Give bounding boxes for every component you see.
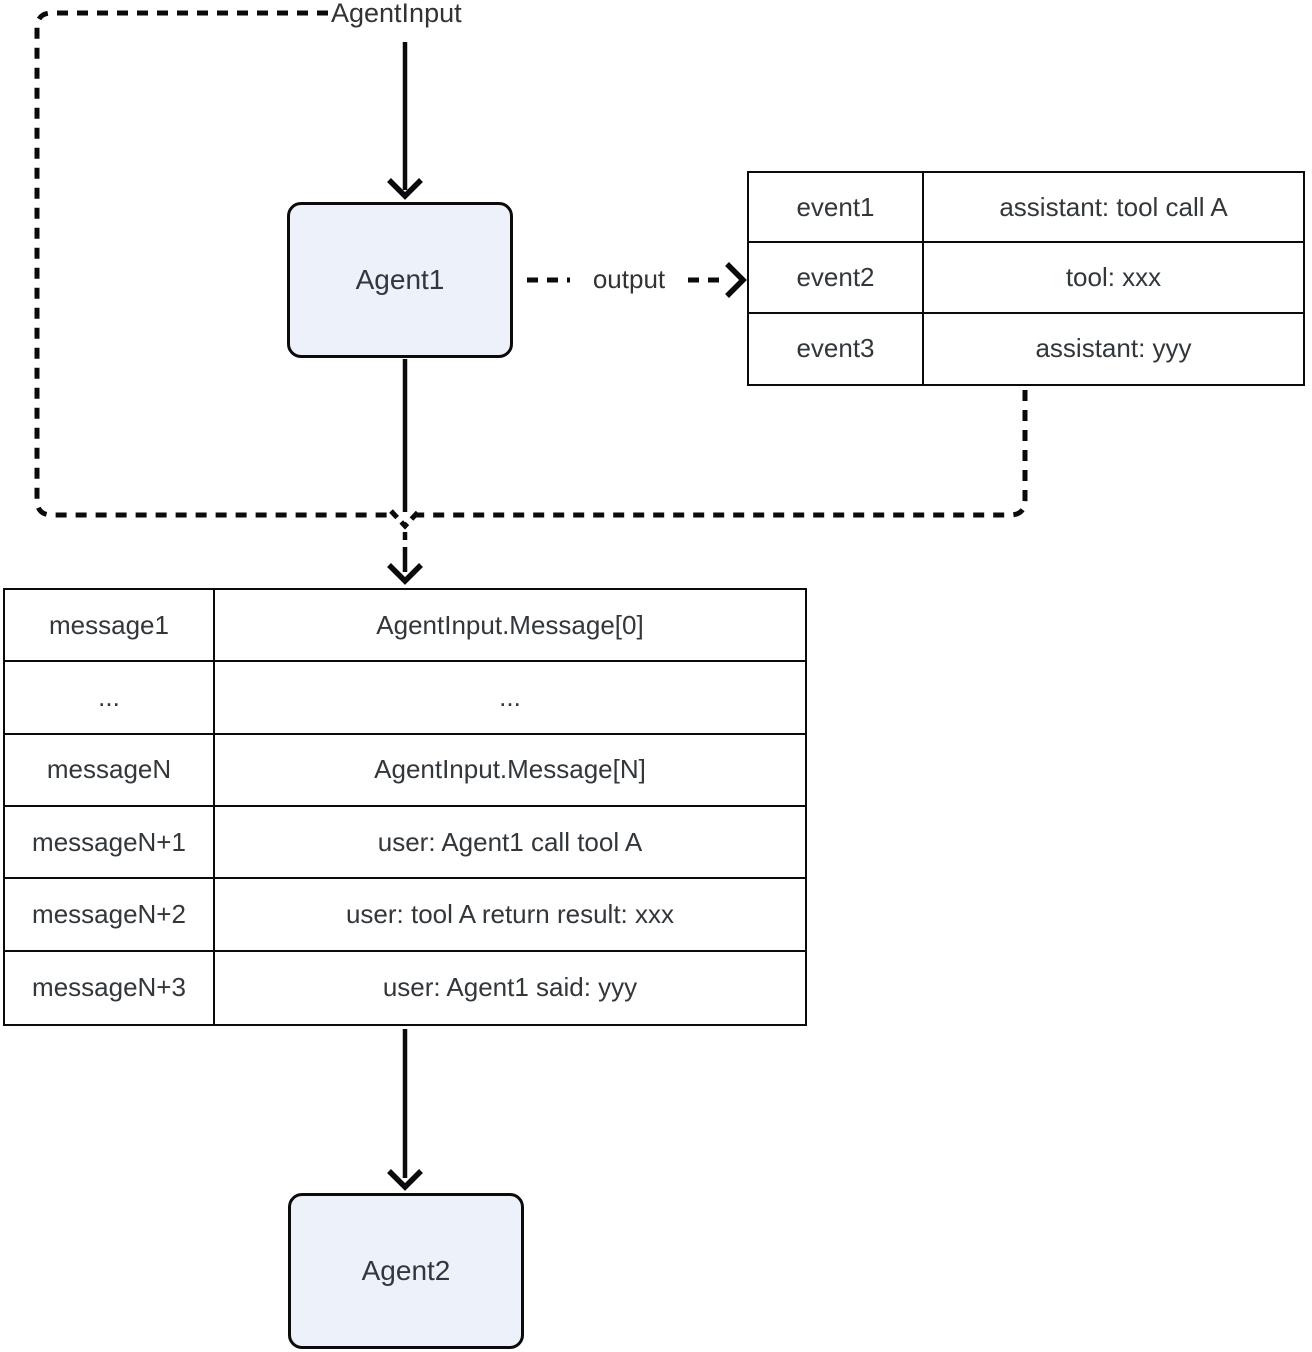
event-table-value-cell: tool: xxx	[924, 243, 1303, 314]
event-table-value-cell: assistant: yyy	[1035, 333, 1192, 364]
message-table-value-cell: ...	[215, 662, 805, 735]
message-table-key-cell: messageN+2	[5, 879, 215, 952]
event-table: event1 assistant: tool call A event2 too…	[747, 171, 1305, 386]
agent1-node: Agent1	[287, 202, 513, 358]
message-table-value-cell: user: Agent1 said: yyy	[382, 972, 638, 1003]
event-table-value-cell: assistant: tool call A	[924, 173, 1303, 244]
message-table-value-cell: AgentInput.Message[0]	[215, 590, 805, 663]
event-table-key-cell: event2	[749, 243, 924, 314]
message-table-key-cell: messageN+3	[5, 951, 215, 1024]
message-table-key-cell: ...	[5, 662, 215, 735]
agent2-node-label: Agent2	[361, 1255, 451, 1286]
event-table-key-cell: event1	[749, 173, 924, 244]
message-table-key-cell: messageN	[5, 734, 215, 807]
loop-arrowhead-icon	[389, 509, 421, 530]
messages-to-agent2-arrowhead-icon	[387, 1169, 423, 1191]
message-table-key-cell: message1	[5, 590, 215, 663]
agent2-node: Agent2	[288, 1193, 524, 1349]
output-edge-label: output	[579, 265, 679, 294]
message-table-value-cell: AgentInput.Message[N]	[215, 735, 805, 807]
message-table-value-cell: user: tool A return result: xxx	[215, 879, 805, 952]
message-table-value-cell: user: Agent1 call tool A	[215, 807, 805, 880]
loop-edge-right-dashed	[416, 390, 1028, 518]
event-table-key-cell: event3	[749, 313, 924, 384]
agentinput-label: AgentInput	[331, 0, 462, 29]
agent1-node-label: Agent1	[355, 264, 445, 295]
agentinput-to-agent1-arrowhead-icon	[387, 178, 423, 200]
agent1-to-messages-arrowhead-icon	[387, 563, 423, 585]
output-arrowhead-icon	[725, 262, 747, 298]
message-table-key-cell: messageN+1	[5, 807, 215, 880]
message-table: message1 AgentInput.Message[0] ... ... m…	[3, 588, 807, 1026]
